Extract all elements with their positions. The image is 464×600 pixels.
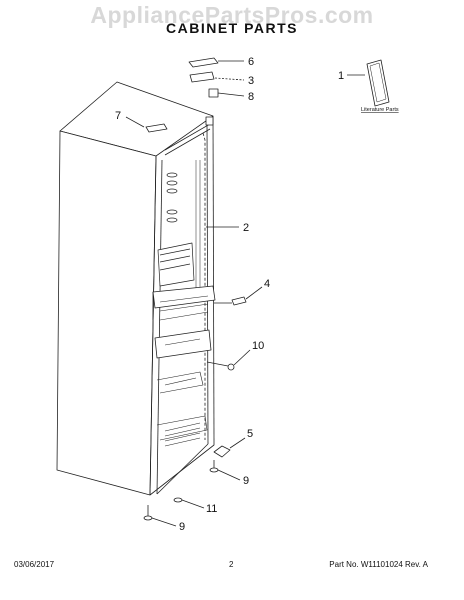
part-5-bracket (213, 437, 246, 458)
part-9-leveling-leg-right (209, 460, 241, 481)
part-8-cap (208, 88, 245, 98)
shelf-bracket-upper (157, 242, 195, 287)
page-title: CABINET PARTS (165, 20, 299, 36)
footer-part-number: Part No. W11101024 Rev. A (329, 560, 428, 569)
part-4-screw (214, 286, 263, 306)
callout-9-right: 9 (243, 475, 249, 487)
part-10-screw (206, 349, 251, 371)
callout-5: 5 (247, 428, 253, 440)
part-9-leveling-leg-left (143, 505, 177, 527)
callout-10: 10 (252, 340, 264, 352)
part-6-trim (188, 57, 244, 68)
callout-11: 11 (206, 503, 217, 515)
footer-date: 03/06/2017 (14, 560, 55, 569)
literature-booklet (347, 59, 390, 107)
callout-7: 7 (115, 110, 121, 122)
freezer-rails (156, 371, 208, 447)
callout-1: 1 (338, 70, 344, 82)
liner-slots (166, 172, 178, 223)
callout-4: 4 (264, 278, 270, 290)
part-11-roller (173, 497, 205, 509)
footer-page-number: 2 (229, 560, 234, 569)
callout-8: 8 (248, 91, 254, 103)
callout-6: 6 (248, 56, 254, 68)
mullion-divider (152, 285, 216, 359)
callout-9-left: 9 (179, 521, 185, 533)
callout-3: 3 (248, 75, 254, 87)
watermark: AppliancePartsPros.com (90, 2, 374, 28)
part-3-hinge-cover (189, 71, 245, 83)
cabinet-body (56, 81, 215, 496)
callout-2: 2 (243, 222, 249, 234)
cabinet-liner (195, 132, 206, 440)
part-7-plug (125, 116, 168, 133)
literature-label: Literature Parts (361, 107, 399, 113)
